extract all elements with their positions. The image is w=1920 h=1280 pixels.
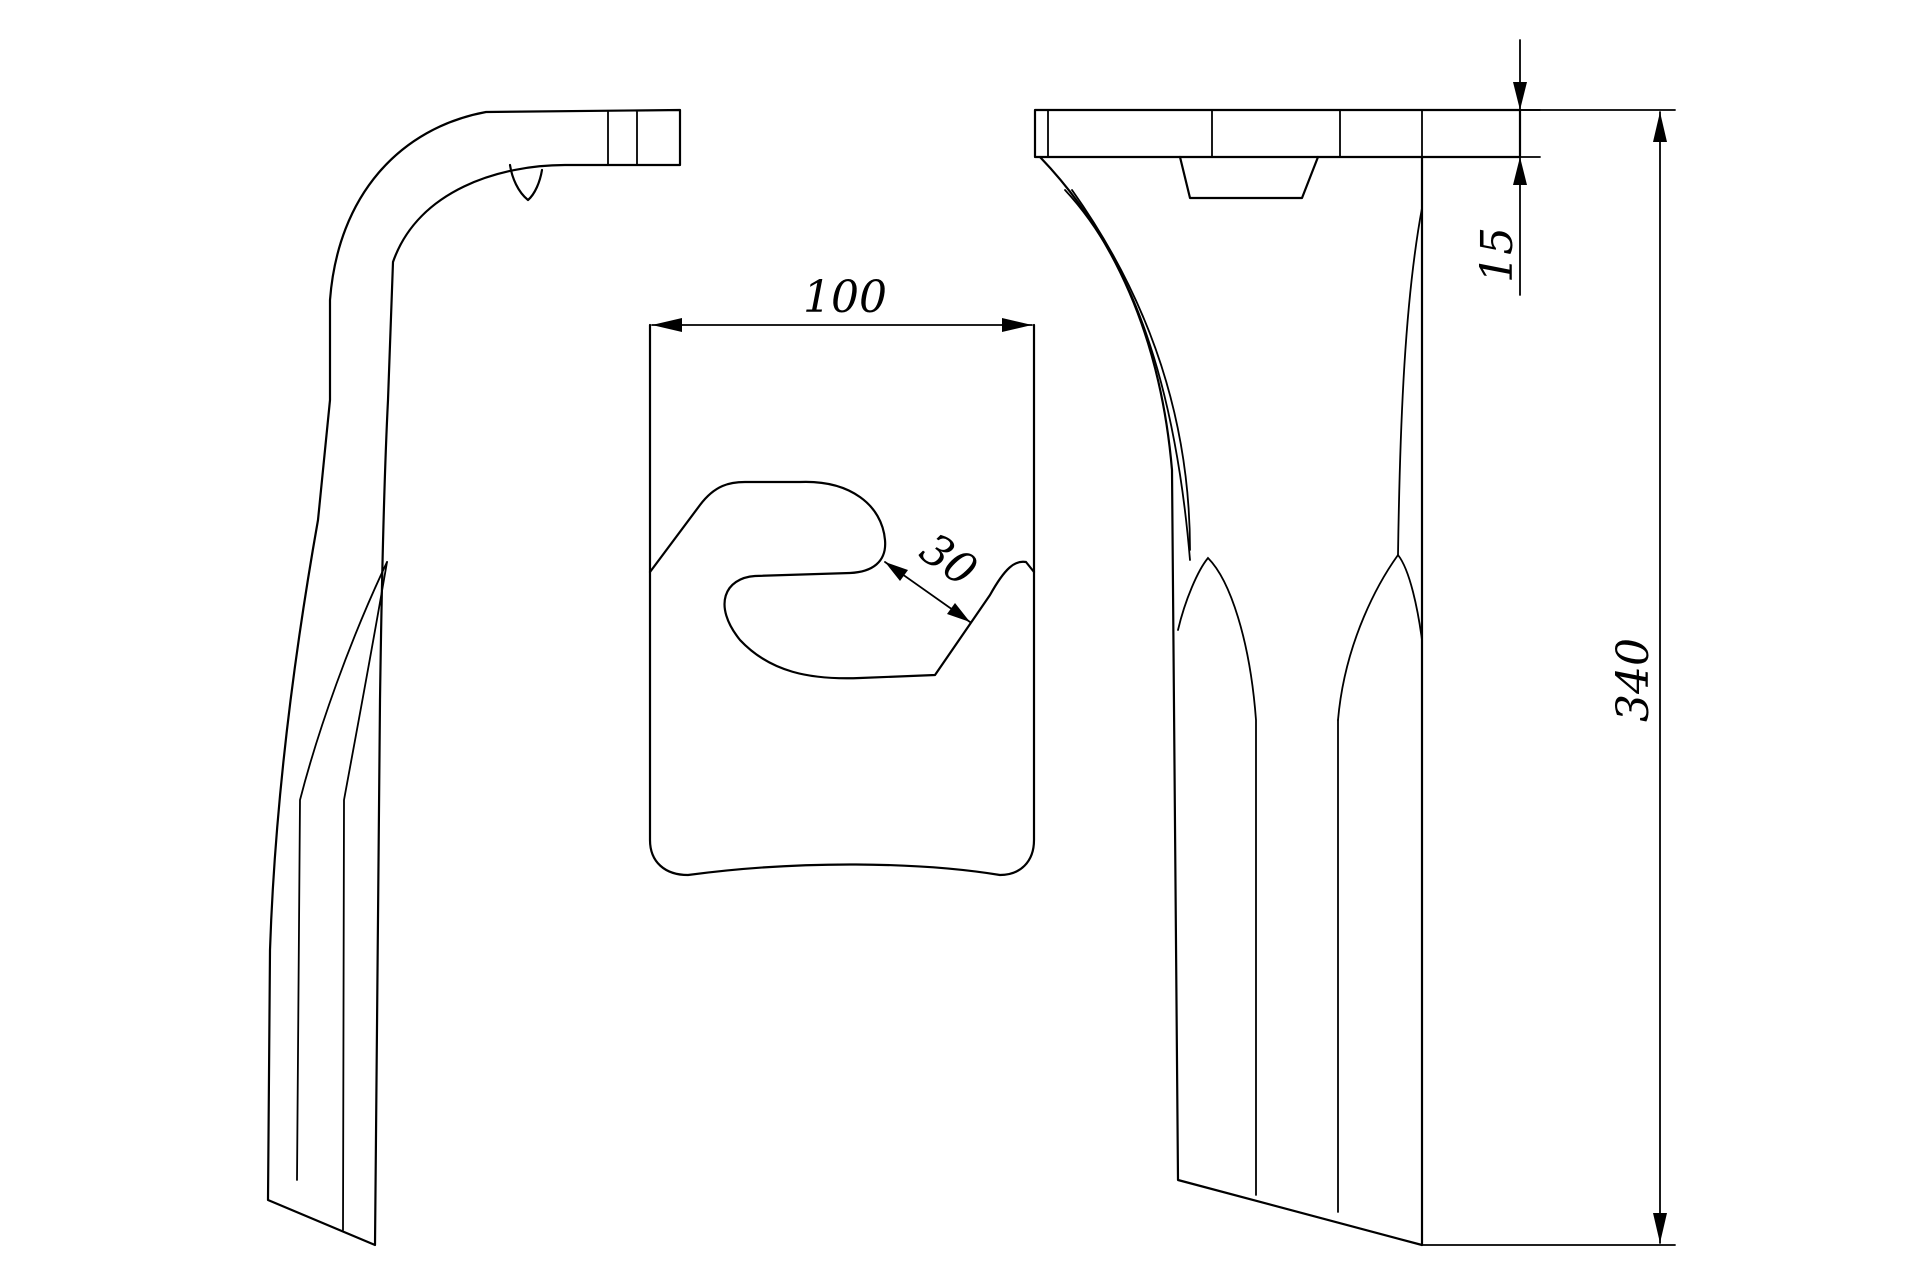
front-view-bevel-right xyxy=(1337,553,1423,721)
front-view xyxy=(1033,108,1522,1247)
front-view-right-flank xyxy=(1397,207,1423,556)
section-view-hook-profile xyxy=(648,480,1036,680)
dimension-slot-label: 30 xyxy=(911,523,986,597)
front-view-left-flank-1 xyxy=(1064,189,1191,561)
side-view xyxy=(266,108,682,1247)
dimension-thickness-label: 15 xyxy=(1472,227,1523,283)
dimension-width: 100 xyxy=(651,272,1033,332)
dimension-thickness-arrow-bottom xyxy=(1513,157,1527,185)
dimension-height: 340 xyxy=(1421,109,1676,1246)
front-view-bevel-left xyxy=(1177,556,1257,1196)
section-view-outline xyxy=(648,323,1036,877)
dimension-width-arrow-left xyxy=(652,318,682,332)
section-view xyxy=(648,323,1036,877)
side-view-lug xyxy=(508,163,544,202)
dimension-thickness: 15 xyxy=(1421,39,1541,296)
dimension-slot: 30 xyxy=(884,523,986,623)
side-view-bevel-line-2 xyxy=(342,561,388,1231)
dimension-slot-arrow-lower xyxy=(947,603,970,622)
side-view-outline xyxy=(266,108,682,1247)
dimension-height-arrow-bottom xyxy=(1653,1213,1667,1243)
side-view-bevel-line-1 xyxy=(296,561,388,1181)
dimension-width-label: 100 xyxy=(803,272,887,323)
dimension-slot-arrow-upper xyxy=(885,562,908,581)
dimension-height-label: 340 xyxy=(1608,638,1659,722)
dimension-height-arrow-top xyxy=(1653,112,1667,142)
front-view-top-plate xyxy=(1033,108,1522,159)
front-view-left-flank-2 xyxy=(1071,189,1191,551)
dimension-thickness-arrow-top xyxy=(1513,82,1527,110)
front-view-lug xyxy=(1178,155,1320,200)
front-view-body-outline xyxy=(1038,155,1424,1247)
dimension-width-arrow-right xyxy=(1002,318,1032,332)
